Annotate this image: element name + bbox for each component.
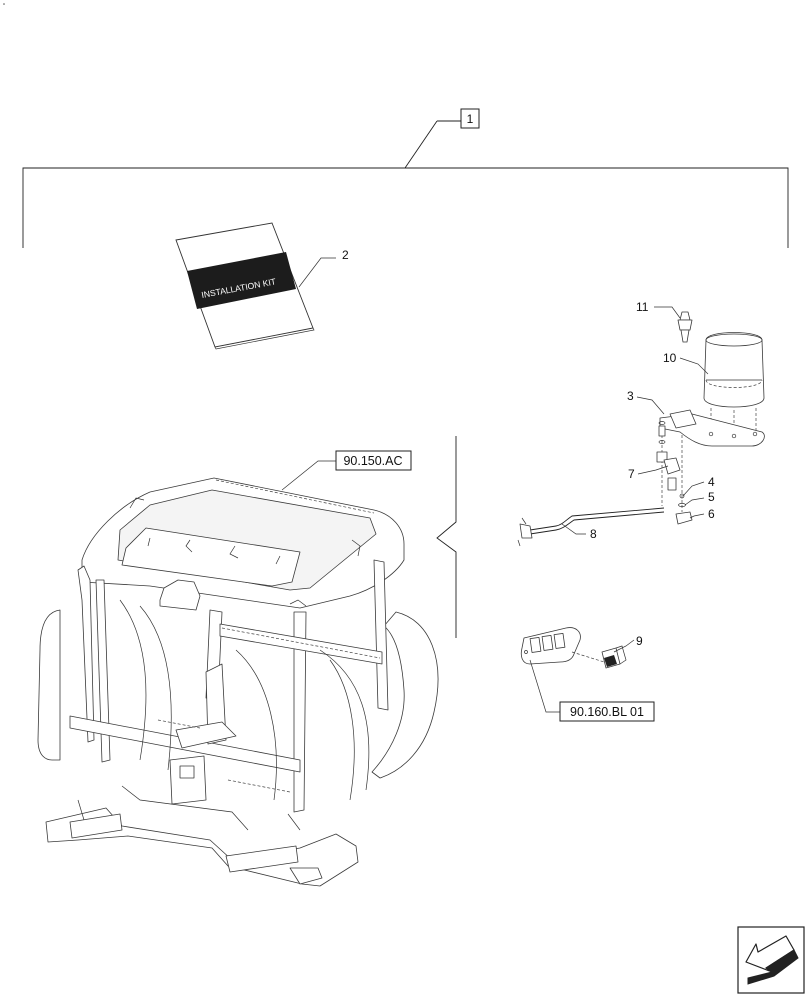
svg-text:1: 1 [467, 112, 474, 126]
callout-10[interactable]: 10 [663, 351, 677, 365]
callout-8[interactable]: 8 [590, 527, 597, 541]
beacon-dome[interactable] [703, 332, 765, 408]
mounting-bracket[interactable] [659, 409, 765, 447]
switch-panel[interactable] [520, 627, 581, 665]
leader-2 [298, 257, 336, 288]
callout-2[interactable]: 2 [342, 248, 349, 262]
leader-5 [684, 497, 705, 506]
leader-8 [561, 523, 586, 535]
switch-alignment [571, 651, 605, 663]
leader-10 [679, 357, 709, 375]
leader-panel-ref [529, 659, 560, 713]
svg-text:90.160.BL 01: 90.160.BL 01 [570, 705, 644, 719]
rocker-switch[interactable] [601, 645, 627, 669]
callout-7[interactable]: 7 [628, 467, 635, 481]
callout-11[interactable]: 11 [636, 300, 649, 314]
corner-mark [3, 3, 5, 5]
wire-harness[interactable] [517, 507, 665, 547]
callout-3[interactable]: 3 [627, 389, 634, 403]
leader-9 [613, 639, 635, 653]
leader-6 [689, 513, 705, 519]
callout-6[interactable]: 6 [708, 507, 715, 521]
leader-3 [636, 396, 665, 415]
beacon-bulb[interactable] [677, 311, 693, 343]
callout-1[interactable]: 1 [460, 108, 480, 129]
kit-bracket [22, 120, 789, 248]
leader-7 [637, 465, 669, 475]
leader-4 [682, 481, 705, 497]
panel-reference-box[interactable]: 90.160.BL 01 [559, 701, 655, 722]
cab-reference-box[interactable]: 90.150.AC [335, 450, 412, 471]
tractor-cab [37, 477, 439, 887]
leader-cab-ref [281, 460, 336, 491]
spacer-block[interactable] [663, 457, 681, 475]
svg-text:90.150.AC: 90.150.AC [343, 454, 402, 468]
leader-11 [654, 306, 681, 319]
callout-9[interactable]: 9 [636, 634, 643, 648]
installation-kit-booklet[interactable]: INSTALLATION KIT [175, 222, 315, 350]
callout-5[interactable]: 5 [708, 490, 715, 504]
hardware-stack-right[interactable] [667, 477, 693, 525]
separator-mark [436, 436, 457, 638]
arrow-back-icon[interactable] [737, 926, 805, 994]
callout-4[interactable]: 4 [708, 475, 715, 489]
